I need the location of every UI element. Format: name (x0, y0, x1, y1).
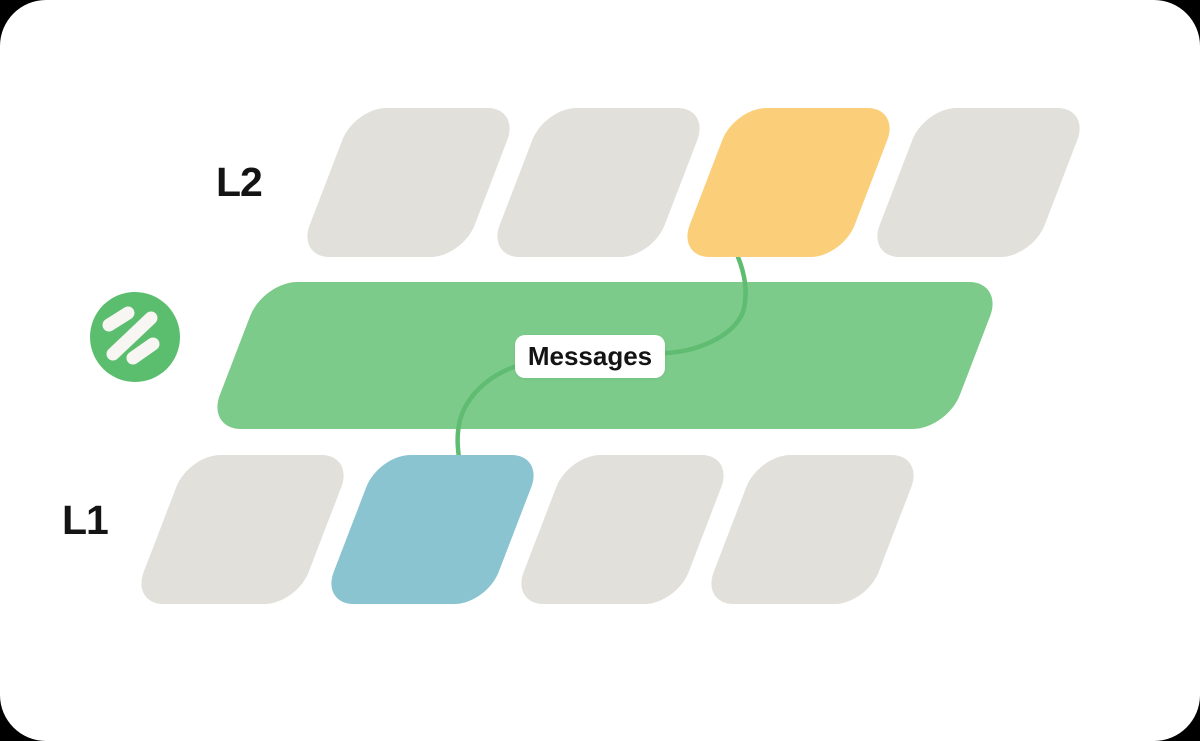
l2-segment-1 (297, 108, 520, 257)
l1-segment-1 (131, 455, 354, 604)
l1-segment-2 (321, 455, 544, 604)
percent-logo (90, 292, 180, 382)
l2-segment-3 (677, 108, 900, 257)
layer-l1-label: L1 (62, 497, 109, 543)
layer-l2-label: L2 (216, 159, 263, 205)
l1-segment-4 (701, 455, 924, 604)
percent-logo-icon (102, 306, 160, 365)
l1-segment-3 (511, 455, 734, 604)
messages-label: Messages (515, 335, 665, 378)
l2-segment-2 (487, 108, 710, 257)
l2-segment-4 (867, 108, 1090, 257)
